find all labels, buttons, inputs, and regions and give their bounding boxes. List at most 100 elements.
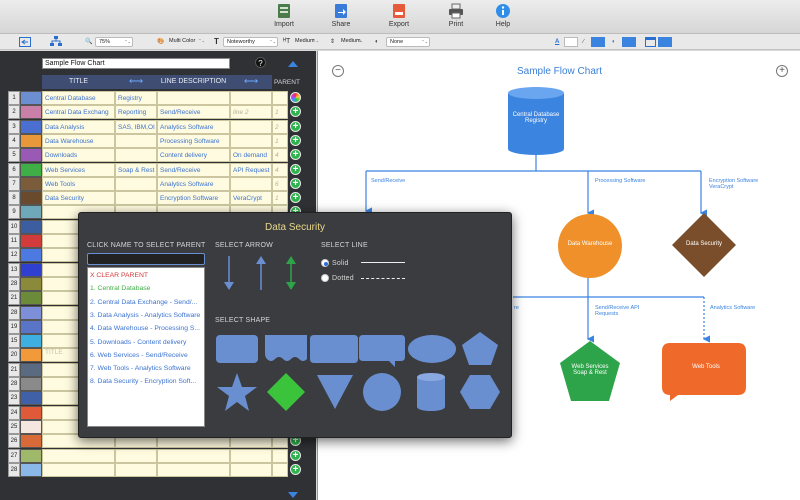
zoom-out-icon[interactable]: − — [332, 65, 344, 77]
line-size-select[interactable]: Medium — [338, 37, 364, 47]
cell-line-description[interactable]: Send/Receive — [157, 162, 230, 177]
arrow-both-option[interactable] — [286, 256, 296, 290]
row-color-swatch[interactable] — [20, 377, 42, 391]
parent-option[interactable]: 1. Central Database — [90, 285, 151, 293]
help-button[interactable]: Help — [481, 3, 525, 28]
cell-title[interactable]: Central Data Exchang — [42, 105, 115, 120]
row-color-swatch[interactable] — [20, 319, 42, 334]
cell-parent[interactable]: 4 — [272, 148, 288, 163]
row-color-swatch[interactable] — [20, 219, 42, 234]
background-color-swatch[interactable] — [658, 37, 672, 47]
parent-option[interactable]: 4. Data Warehouse - Processing S... — [90, 325, 201, 333]
parent-option[interactable]: 2. Central Data Exchange - Send/... — [90, 298, 198, 306]
shape-pentagon[interactable] — [462, 332, 498, 365]
cell-line-extra[interactable] — [230, 176, 272, 191]
cell-line-extra[interactable]: API Request — [230, 162, 272, 177]
arrow-up-option[interactable] — [256, 256, 266, 290]
cell-line-description[interactable] — [157, 462, 230, 477]
row-color-swatch[interactable] — [20, 348, 42, 363]
row-color-swatch[interactable] — [20, 234, 42, 248]
parent-option[interactable]: 7. Web Tools - Analytics Software — [90, 365, 191, 373]
cell-parent[interactable]: 2 — [272, 119, 288, 134]
column-header-title[interactable]: TITLE — [42, 75, 115, 89]
import-button[interactable]: Import — [262, 3, 306, 28]
cell-line-description[interactable] — [157, 91, 230, 105]
color-wheel-icon[interactable] — [290, 92, 301, 103]
shape-rounded-rect[interactable] — [216, 335, 258, 363]
row-color-swatch[interactable] — [20, 119, 42, 134]
row-color-swatch[interactable] — [20, 133, 42, 148]
cell-line-extra[interactable]: line 2 — [230, 105, 272, 120]
cell-description[interactable] — [115, 148, 157, 163]
cell-line-extra[interactable] — [230, 462, 272, 477]
row-color-swatch[interactable] — [20, 362, 42, 377]
cell-description[interactable] — [115, 448, 157, 463]
row-color-swatch[interactable] — [20, 91, 42, 105]
shape-callout[interactable] — [359, 335, 405, 367]
line-color-swatch[interactable] — [591, 37, 605, 47]
swap-columns-icon-2[interactable]: ⟷ — [230, 75, 272, 89]
cell-parent[interactable]: 1 — [272, 105, 288, 120]
cell-title[interactable]: Data Analysis — [42, 119, 115, 134]
cell-line-description[interactable]: Content delivery — [157, 148, 230, 163]
fill-color-swatch[interactable] — [622, 37, 636, 47]
arrow-down-option[interactable] — [224, 256, 234, 290]
cell-parent[interactable]: 6 — [272, 176, 288, 191]
cell-parent[interactable] — [272, 91, 288, 105]
row-color-swatch[interactable] — [20, 305, 42, 320]
add-child-plus-icon[interactable]: + — [290, 163, 301, 175]
add-child-plus-icon[interactable]: + — [290, 106, 301, 118]
add-child-plus-icon[interactable]: + — [290, 177, 301, 189]
cell-line-description[interactable]: Analytics Software — [157, 119, 230, 134]
row-color-swatch[interactable] — [20, 262, 42, 277]
cell-parent[interactable]: 1 — [272, 133, 288, 148]
node-data-warehouse[interactable] — [558, 214, 622, 278]
cell-parent[interactable]: 4 — [272, 162, 288, 177]
color-mode-select[interactable]: Multi Color — [166, 37, 206, 47]
shape-rect[interactable] — [310, 335, 358, 363]
toggle-sidebar-icon[interactable] — [19, 37, 31, 47]
add-child-plus-icon[interactable]: + — [290, 134, 301, 146]
cell-title[interactable]: Web Tools — [42, 176, 115, 191]
solid-line-sample[interactable] — [361, 262, 405, 263]
cell-line-extra[interactable] — [230, 448, 272, 463]
parent-option[interactable]: 6. Web Services - Send/Receive — [90, 351, 188, 359]
flowchart-title[interactable]: Sample Flow Chart — [516, 66, 603, 77]
cell-title[interactable]: Web Services — [42, 162, 115, 177]
node-data-security[interactable] — [672, 213, 736, 277]
parent-search-field[interactable] — [87, 253, 205, 265]
text-color-icon[interactable]: A — [555, 39, 560, 45]
row-color-swatch[interactable] — [20, 448, 42, 463]
cell-line-description[interactable]: Processing Software — [157, 133, 230, 148]
row-color-swatch[interactable] — [20, 162, 42, 177]
chart-title-input[interactable]: Sample Flow Chart — [42, 58, 230, 69]
layout-icon[interactable] — [645, 37, 656, 47]
shape-star[interactable] — [217, 373, 257, 411]
cell-title[interactable]: Downloads — [42, 148, 115, 163]
parent-option[interactable]: 8. Data Security - Encryption Soft... — [90, 378, 197, 386]
cell-line-description[interactable]: Encryption Software — [157, 191, 230, 206]
export-button[interactable]: Export — [377, 3, 421, 28]
scroll-up-arrow-icon[interactable] — [288, 61, 298, 67]
solid-radio[interactable] — [321, 259, 329, 267]
column-header-line-description[interactable]: LINE DESCRIPTION — [157, 75, 230, 89]
font-select[interactable]: Noteworthy — [223, 37, 278, 47]
add-child-plus-icon[interactable]: + — [290, 463, 301, 475]
cell-line-extra[interactable]: On demand — [230, 148, 272, 163]
line-color-icon[interactable]: ∕ — [583, 39, 585, 45]
fill-color-icon[interactable]: ◐ — [612, 39, 616, 45]
shape-ellipse[interactable] — [408, 335, 456, 363]
cell-line-description[interactable]: Analytics Software — [157, 176, 230, 191]
node-central-database[interactable] — [508, 87, 564, 155]
cell-line-extra[interactable] — [230, 133, 272, 148]
cell-title[interactable]: Central Database — [42, 91, 115, 105]
row-color-swatch[interactable] — [20, 334, 42, 349]
cell-line-extra[interactable] — [230, 119, 272, 134]
cell-description[interactable] — [115, 191, 157, 206]
text-color-swatch[interactable] — [564, 37, 578, 47]
cell-description[interactable]: Soap & Rest — [115, 162, 157, 177]
cell-description[interactable]: Reporting — [115, 105, 157, 120]
share-button[interactable]: Share — [319, 3, 363, 28]
cell-line-extra[interactable]: VeraCrypt — [230, 191, 272, 206]
row-color-swatch[interactable] — [20, 248, 42, 263]
